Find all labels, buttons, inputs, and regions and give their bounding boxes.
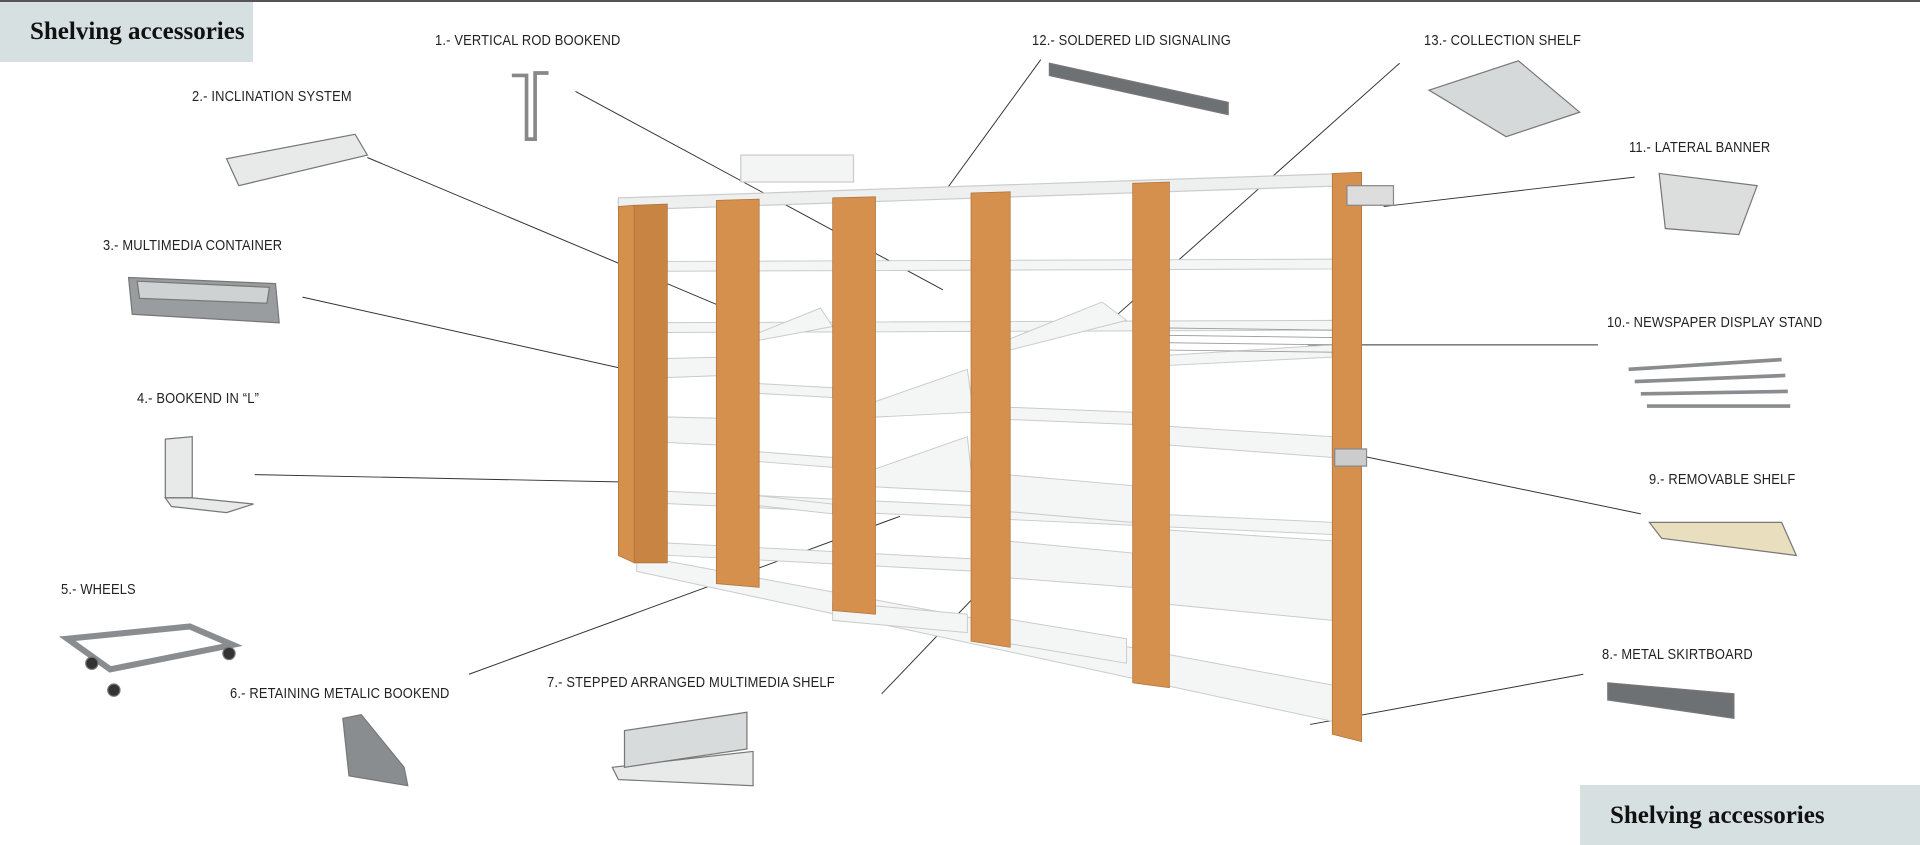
label-vertical-rod-bookend: 1.- VERTICAL ROD BOOKEND (435, 32, 621, 49)
title-top: Shelving accessories (0, 2, 253, 62)
label-metal-skirtboard: 8.- METAL SKIRTBOARD (1602, 646, 1753, 663)
label-collection-shelf: 13.- COLLECTION SHELF (1424, 32, 1582, 49)
accessory-thumbnails (58, 60, 1798, 787)
label-bookend-l: 4.- BOOKEND IN “L” (137, 390, 260, 407)
label-multimedia-container: 3.- MULTIMEDIA CONTAINER (103, 237, 283, 254)
label-wheels: 5.- WHEELS (61, 581, 136, 598)
label-lateral-banner: 11.- LATERAL BANNER (1629, 139, 1771, 156)
label-retaining-metalic-bookend: 6.- RETAINING METALIC BOOKEND (230, 685, 450, 702)
label-soldered-lid-signaling: 12.- SOLDERED LID SIGNALING (1032, 32, 1231, 49)
label-inclination-system: 2.- INCLINATION SYSTEM (192, 88, 352, 105)
shelving-unit (617, 154, 1395, 743)
label-newspaper-display-stand: 10.- NEWSPAPER DISPLAY STAND (1607, 314, 1823, 331)
title-bottom: Shelving accessories (1580, 785, 1920, 845)
label-stepped-multimedia-shelf: 7.- STEPPED ARRANGED MULTIMEDIA SHELF (547, 674, 835, 691)
label-removable-shelf: 9.- REMOVABLE SHELF (1649, 471, 1796, 488)
